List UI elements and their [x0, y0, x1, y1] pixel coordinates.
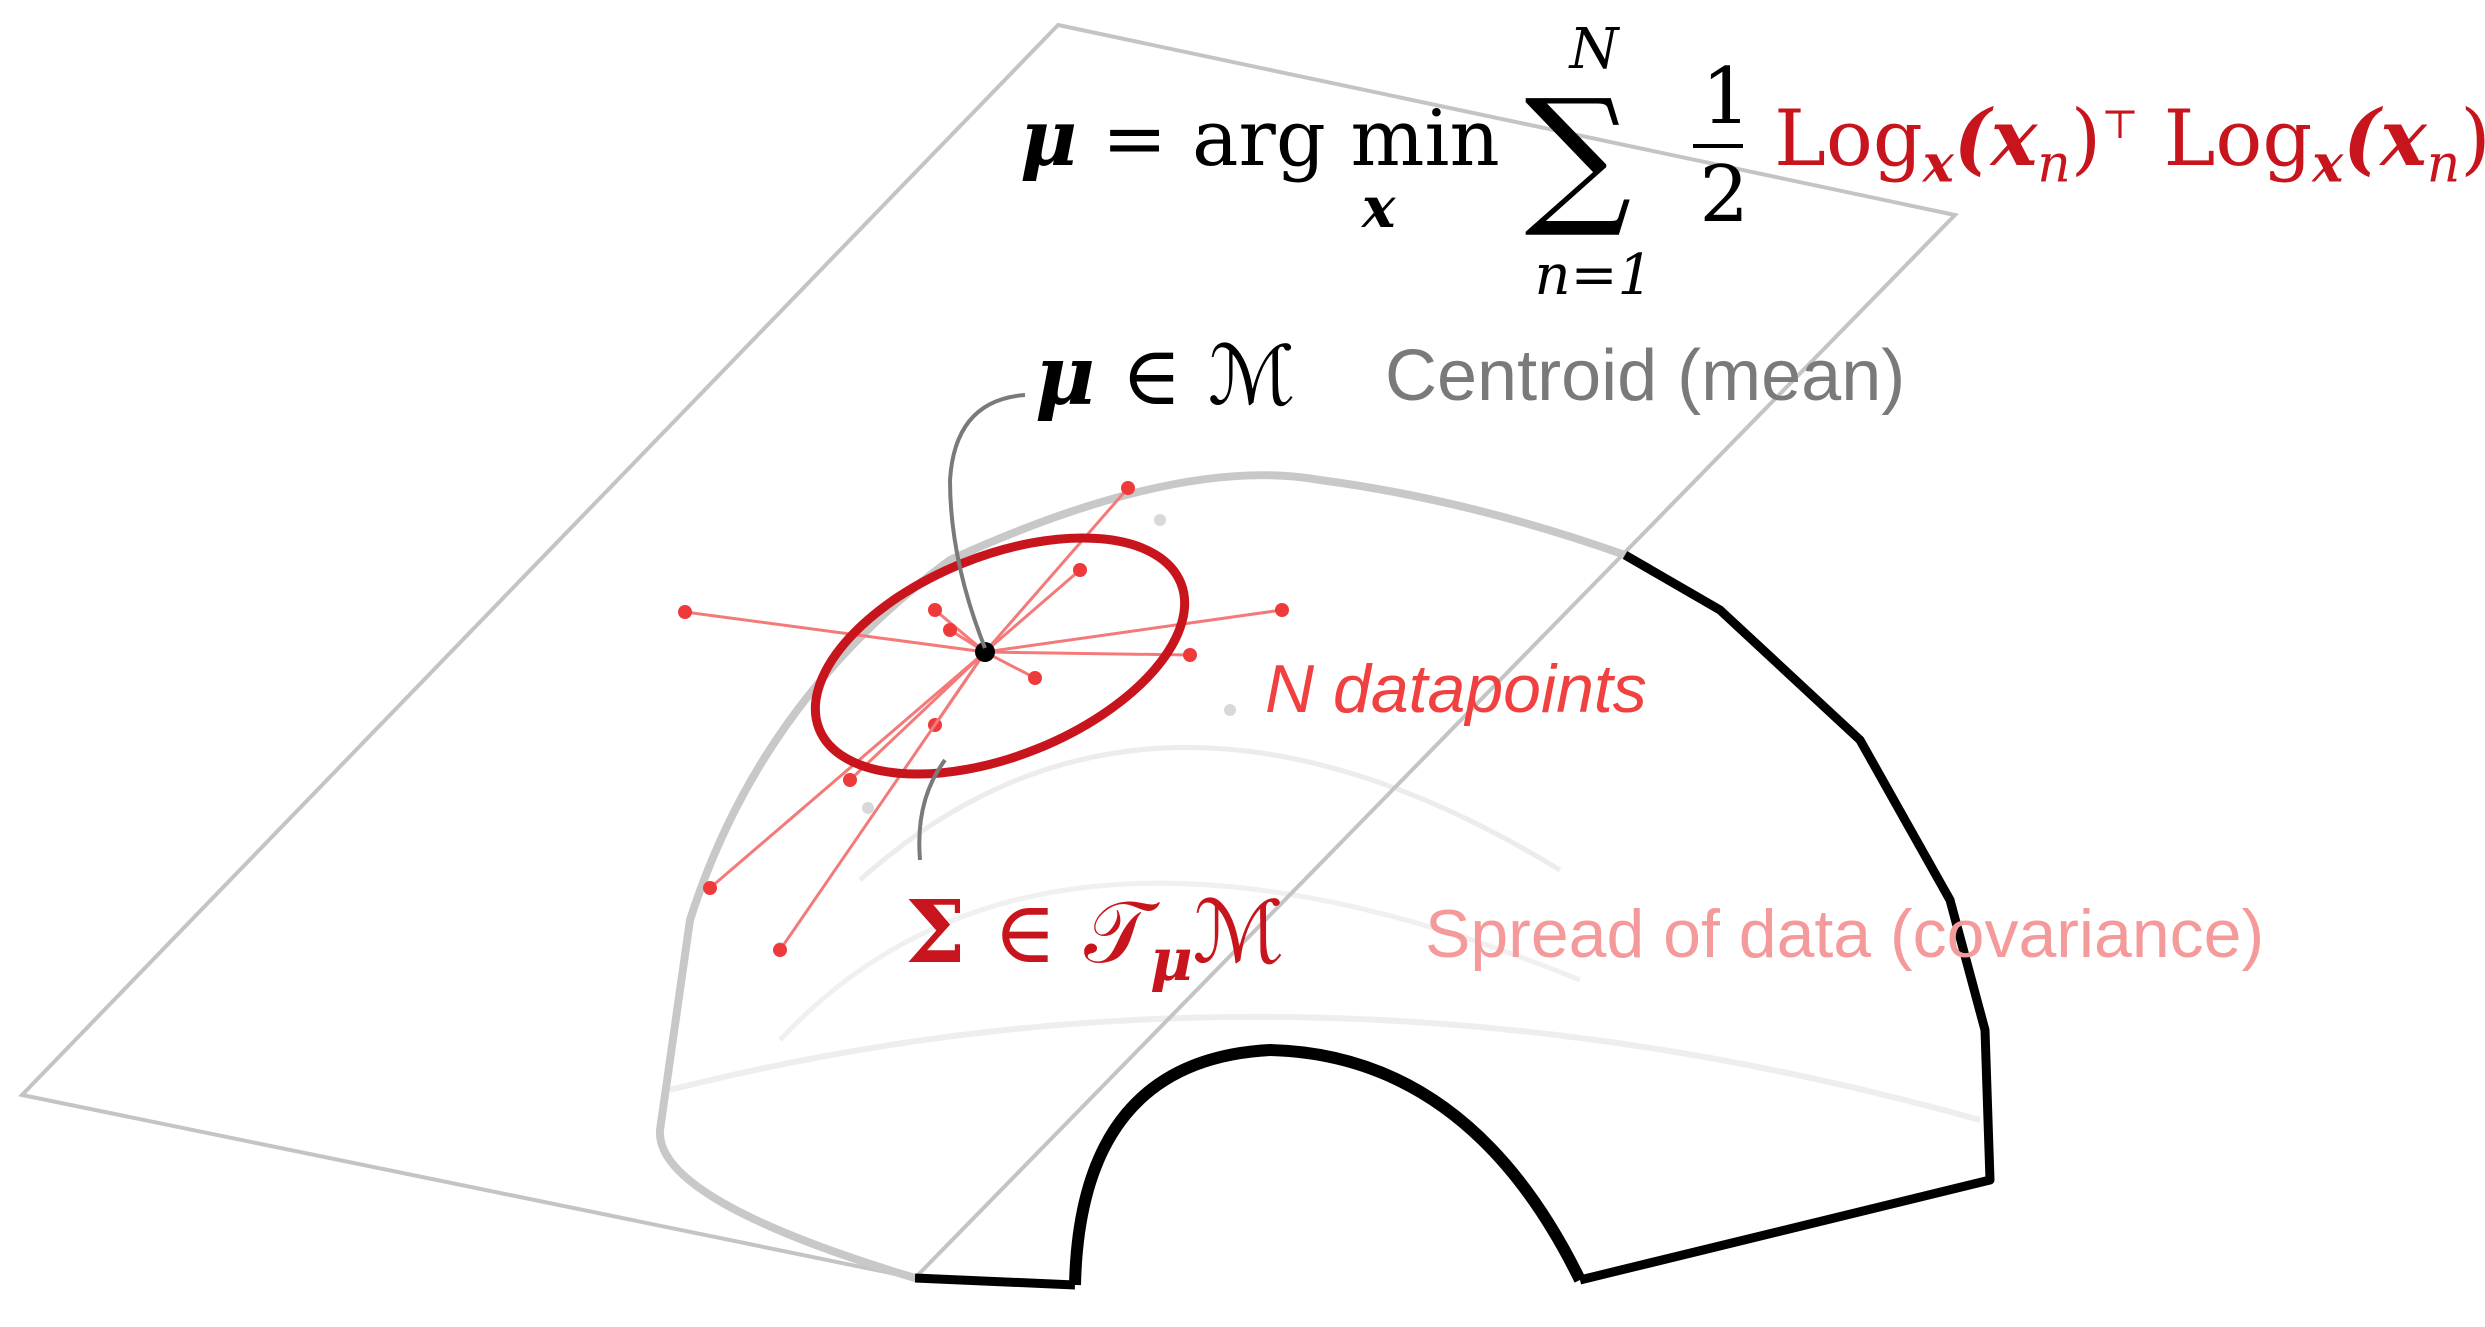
datapoint-marker [678, 605, 692, 619]
formula-argmin-sub: x [1362, 175, 1396, 241]
formula-frac-bar [1693, 144, 1744, 148]
formula-log1-arg-sub: n [2037, 134, 2071, 195]
manifold-inner-arc [858, 744, 1562, 882]
formula-frac-den: 2 [1699, 150, 1749, 240]
formula-fraction: 1 2 [1689, 58, 1751, 234]
formula-frac-num: 1 [1701, 52, 1751, 142]
centroid-set: ℳ [1207, 329, 1296, 424]
centroid-math-label: μ ∈ ℳ [1035, 335, 1296, 418]
centroid-in: ∈ [1121, 329, 1182, 424]
datapoint-marker [943, 623, 957, 637]
formula-log-term: Logx(xn)⊤ Logx(xn) [1774, 93, 2485, 191]
datapoint-marker [773, 943, 787, 957]
formula-log1-close: ) [2070, 94, 2102, 184]
faint-projection-point [1154, 514, 1166, 526]
formula-log1: Log [1774, 94, 1923, 184]
datapoints-label: N datapoints [1265, 651, 1647, 727]
datapoint-ray [984, 568, 1081, 654]
formula-log1-arg: (x [1953, 93, 2038, 184]
faint-projection-point [1224, 704, 1236, 716]
formula-transpose: ⊤ [2101, 102, 2139, 148]
formula-log2-arg-sub: n [2426, 134, 2461, 195]
covariance-tangent-sub: μ [1150, 926, 1193, 995]
frechet-mean-formula: μ = arg min x N ∑ n=1 1 2 Logx(xn)⊤ Logx… [1020, 22, 2485, 304]
manifold-base-edge-left [914, 1273, 1076, 1290]
datapoint-ray [983, 487, 1130, 653]
formula-log2-arg: (x [2343, 93, 2427, 184]
datapoint-rays [678, 481, 1289, 957]
faint-projection-point [862, 802, 874, 814]
formula-argmin-block: arg min x [1192, 100, 1500, 236]
datapoint-ray [778, 651, 987, 951]
manifold-outer-dome-black [1578, 551, 1995, 1285]
datapoint-ray [684, 610, 986, 654]
covariance-tangent: 𝒯 [1084, 883, 1151, 983]
datapoint-marker [703, 881, 717, 895]
datapoint-ray [709, 650, 986, 890]
datapoint-marker [843, 773, 857, 787]
manifold-base-ellipse-far [669, 1013, 1981, 1123]
formula-argmin: arg min [1192, 94, 1500, 184]
datapoint-ray [848, 650, 987, 782]
formula-sum-block: N ∑ n=1 [1525, 22, 1665, 304]
centroid-mu: μ [1035, 328, 1096, 424]
formula-log1-sub: x [1922, 133, 1954, 195]
datapoint-marker [1275, 603, 1289, 617]
covariance-text-label: Spread of data (covariance) [1425, 896, 2265, 972]
covariance-math-label: Σ ∈ 𝒯μℳ [905, 890, 1284, 990]
covariance-leader-line [917, 758, 947, 861]
manifold-outer-dome-gray [655, 471, 1627, 1282]
formula-log2: Log [2163, 94, 2313, 184]
formula-equals: = [1101, 94, 1168, 184]
covariance-sigma: Σ [905, 882, 966, 983]
datapoint-marker [1183, 648, 1197, 662]
covariance-ellipse [810, 533, 1190, 779]
formula-log2-close: ) [2460, 94, 2485, 184]
centroid-leader-line [947, 393, 1026, 649]
manifold-inner-hole [1069, 1043, 1586, 1286]
formula-sum-symbol: ∑ [1524, 68, 1632, 242]
formula-log2-sub: x [2312, 133, 2344, 195]
centroid-text-label: Centroid (mean) [1385, 336, 1906, 416]
covariance-set: ℳ [1192, 883, 1285, 983]
formula-sum-upper: N [1569, 17, 1619, 82]
datapoint-marker [1073, 563, 1087, 577]
manifold-inner-arc-2 [778, 880, 1581, 1042]
covariance-in: ∈ [993, 883, 1057, 983]
datapoint-ray [984, 608, 1283, 654]
datapoint-marker [928, 603, 942, 617]
datapoint-marker [1028, 671, 1042, 685]
formula-sum-lower: n=1 [1534, 243, 1654, 308]
datapoint-ray [984, 650, 1191, 657]
datapoint-marker [1121, 481, 1135, 495]
formula-mu: μ [1020, 93, 1078, 184]
centroid-point [975, 642, 995, 662]
